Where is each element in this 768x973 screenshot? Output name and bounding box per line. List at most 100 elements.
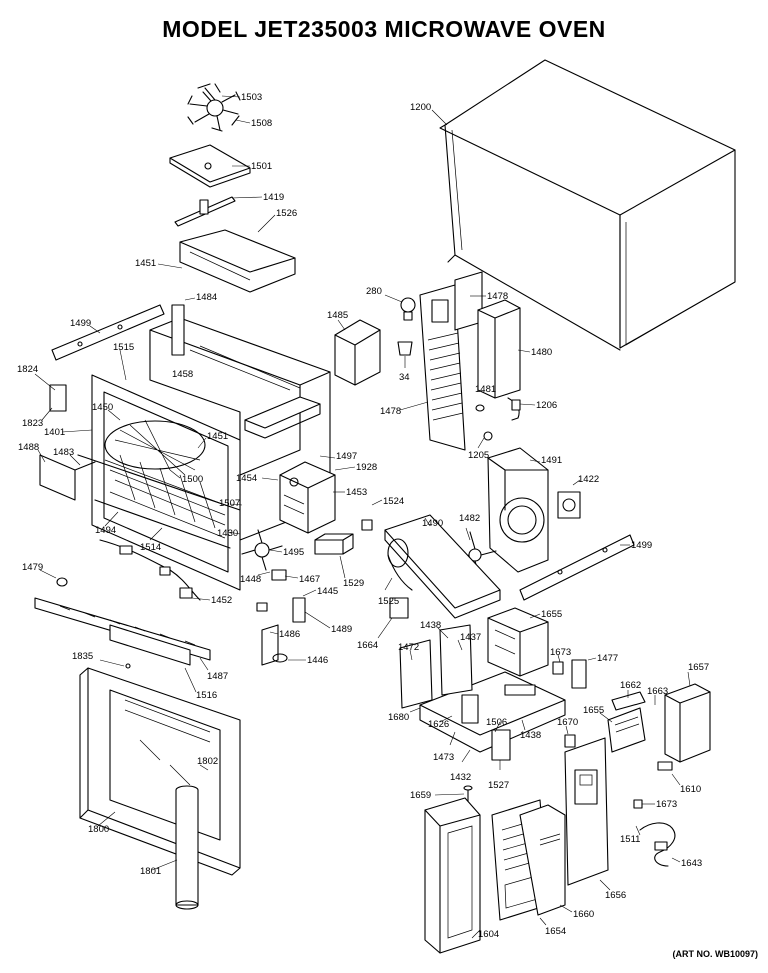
part-label: 1800 — [88, 824, 109, 835]
part-label: 1501 — [251, 161, 272, 172]
part-label: 1485 — [327, 310, 348, 321]
part-label: 1467 — [299, 574, 320, 585]
part-label: 1506 — [486, 717, 507, 728]
part-label: 1823 — [22, 418, 43, 429]
part-label: 1486 — [279, 629, 300, 640]
part-label: 1928 — [356, 462, 377, 473]
part-label: 1503 — [241, 92, 262, 103]
part-label: 1438 — [520, 730, 541, 741]
part-label: 1487 — [207, 671, 228, 682]
transformer-1455-drawing — [487, 607, 549, 677]
part-label: 1663 — [647, 686, 668, 697]
part-label: 1401 — [44, 427, 65, 438]
part-label: 1488 — [18, 442, 39, 453]
part-label: 1526 — [276, 208, 297, 219]
part-label: 1673 — [550, 647, 571, 658]
part-label: 1527 — [488, 780, 509, 791]
part-label: 1655 — [541, 609, 562, 620]
stirrer-fan-drawing — [187, 83, 241, 132]
control-wall-drawing — [419, 284, 466, 451]
part-label: 1484 — [196, 292, 217, 303]
part-label: 1673 — [656, 799, 677, 810]
fan-housing-1491-drawing — [487, 447, 549, 573]
part-label: 1479 — [22, 562, 43, 573]
display-1655-drawing — [607, 707, 646, 753]
part-label: 1430 — [217, 528, 238, 539]
part-label: 1525 — [378, 596, 399, 607]
part-label: 1491 — [541, 455, 562, 466]
front-frame-drawing — [77, 374, 241, 591]
magnetron-drawing — [279, 461, 336, 534]
part-label: 1451 — [207, 431, 228, 442]
part-label: 1656 — [605, 890, 626, 901]
base-plate-1490-drawing — [384, 514, 501, 619]
fan-motor-1422-drawing — [557, 491, 581, 519]
part-label: 1824 — [17, 364, 38, 375]
small-clip-1479-drawing — [56, 577, 68, 587]
part-label: 1516 — [196, 690, 217, 701]
part-label: 1205 — [468, 450, 489, 461]
art-number: (ART NO. WB10097) — [672, 949, 758, 959]
shaft-drawing — [174, 196, 236, 227]
part-label: 1507 — [219, 498, 240, 509]
control-cover-1657-drawing — [664, 683, 711, 763]
fan-blade-1482-drawing — [453, 531, 497, 579]
fan-blade-1495-drawing — [241, 529, 283, 571]
part-label: 1654 — [545, 926, 566, 937]
part-label: 1643 — [681, 858, 702, 869]
small-parts-drawing — [256, 519, 373, 666]
shield-1485-drawing — [334, 319, 381, 386]
part-label: 1662 — [620, 680, 641, 691]
handle-1801-drawing — [175, 785, 199, 910]
part-label: 1626 — [428, 719, 449, 730]
part-label: 1206 — [536, 400, 557, 411]
part-label: 1446 — [307, 655, 328, 666]
outer-cabinet-drawing — [439, 59, 736, 351]
part-label: 1483 — [53, 447, 74, 458]
part-label: 1450 — [92, 402, 113, 413]
interlock-switches-drawing — [461, 659, 587, 761]
part-label: 1499 — [631, 540, 652, 551]
part-label: 1655 — [583, 705, 604, 716]
rail-1489-drawing — [519, 534, 635, 601]
bracket-1660-drawing — [519, 804, 566, 916]
waveguide-cover-drawing — [179, 229, 296, 293]
part-label: 1477 — [597, 653, 618, 664]
part-label: 1445 — [317, 586, 338, 597]
part-label: 34 — [399, 372, 410, 383]
latch-bracket-drawing — [39, 384, 96, 501]
part-label: 1419 — [263, 192, 284, 203]
part-label: 1670 — [557, 717, 578, 728]
part-label: 1489 — [331, 624, 352, 635]
part-label: 1664 — [357, 640, 378, 651]
lamp-drawing — [400, 297, 416, 321]
lamp-socket-drawing — [397, 341, 413, 356]
part-label: 1448 — [240, 574, 261, 585]
part-label: 1473 — [433, 752, 454, 763]
bracket-1484-drawing — [171, 304, 185, 356]
part-label: 1835 — [72, 651, 93, 662]
part-label: 1480 — [531, 347, 552, 358]
part-label: 1508 — [251, 118, 272, 129]
rail-1499-drawing — [51, 304, 165, 361]
control-panel-1604-drawing — [424, 797, 481, 954]
part-label: 1437 — [460, 632, 481, 643]
part-label: 1514 — [140, 542, 161, 553]
part-label: 1472 — [398, 642, 419, 653]
part-label: 1660 — [573, 909, 594, 920]
part-label: 1802 — [197, 756, 218, 767]
part-label: 1452 — [211, 595, 232, 606]
part-label: 1481 — [475, 384, 496, 395]
stirrer-cover-drawing — [169, 144, 251, 188]
part-label: 1482 — [459, 513, 480, 524]
duct-1480-drawing — [477, 299, 521, 399]
base-chassis-drawing — [419, 671, 566, 753]
part-label: 280 — [366, 286, 382, 297]
part-labels: 1503 1508 1501 1419 1526 1451 1200 1484 … — [17, 92, 709, 940]
part-label: 1680 — [388, 712, 409, 723]
control-board-1656-drawing — [564, 737, 609, 886]
part-label: 1478 — [380, 406, 401, 417]
part-label: 1500 — [182, 474, 203, 485]
part-label: 1529 — [343, 578, 364, 589]
part-label: 1432 — [450, 772, 471, 783]
